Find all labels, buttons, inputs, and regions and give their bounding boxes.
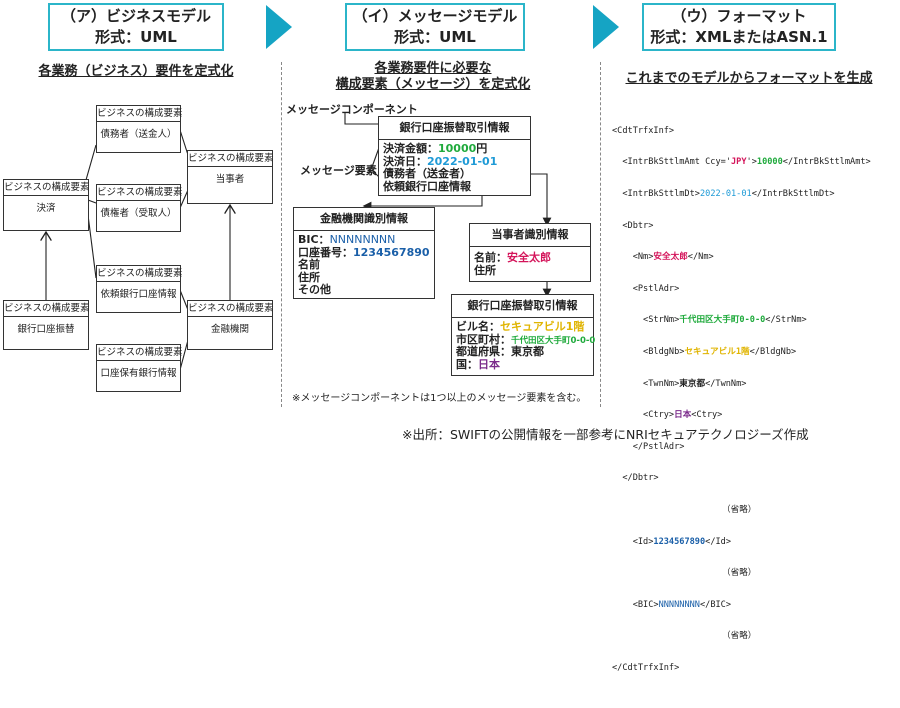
row-account: 依頼銀行口座情報 [383,179,471,193]
element-label: 金融機関 [210,324,249,335]
row-prefecture: 都道府県：東京都 [456,345,544,358]
business-element-party: ビジネスの構成要素 当事者 [187,150,274,204]
row-debtor: 債務者（送金者） [383,167,471,180]
element-label: 当事者 [215,174,245,185]
row-city: 市区町村：千代田区大手町0-0-0 [456,332,596,346]
element-label: 債務者（送金人） [100,129,177,140]
row-building: ビル名：セキュアビル1階 [456,320,585,333]
xml-line: <PstlAdr> [612,283,680,294]
xml-line: </PstlAdr> [612,441,685,452]
xml-code-block: <CdtTrfxInf> <IntrBkSttlmAmt Ccy='JPY'>1… [612,108,871,708]
xml-line: <Dbtr> [612,220,654,231]
xml-omit: （省略） [722,631,757,642]
box-title: 当事者識別情報 [470,224,590,247]
business-element-bank-transfer: ビジネスの構成要素 銀行口座振替 [3,300,90,350]
business-element-creditor: ビジネスの構成要素 債権者（受取人） [96,184,183,232]
xml-line: <CdtTrfxInf> [612,125,675,136]
component-pointer [344,112,378,125]
message-box-transfer: 銀行口座振替取引情報 決済金額：10000円 決済日：2022-01-01 債務… [378,116,531,196]
element-title: ビジネスの構成要素 [97,266,183,282]
element-label: 依頼銀行口座情報 [100,289,177,300]
divider [281,62,282,407]
xml-line: <Id>1234567890</Id> [612,536,732,547]
box-title: 銀行口座振替取引情報 [452,295,593,318]
subtitle-format: これまでのモデルからフォーマットを生成 [625,71,873,86]
xml-line: <Ctry>日本<Ctry> [612,410,723,421]
header-message-model-line2: 形式：UML [394,28,476,46]
source-note: ※出所：SWIFTの公開情報を一部参考にNRIセキュアテクノロジーズ作成 [402,427,809,442]
header-format-line2: 形式：XMLまたはASN.1 [650,28,828,46]
header-format: （ウ）フォーマット 形式：XMLまたはASN.1 [642,3,836,51]
arrow-right-icon [266,5,292,49]
row-party-address: 住所 [474,263,496,277]
xml-line: </CdtTrfxInf> [612,662,680,673]
element-title: ビジネスの構成要素 [188,151,274,167]
business-element-financial-institution: ビジネスの構成要素 金融機関 [187,300,274,350]
link-account-fi [179,289,189,311]
link-settle-debtor [85,144,97,181]
xml-line: </Dbtr> [612,473,659,484]
element-title: ビジネスの構成要素 [4,180,90,196]
element-label: 銀行口座振替 [17,324,75,335]
element-label: 債権者（受取人） [100,208,177,219]
row-address: 住所 [298,270,320,284]
header-format-line1: （ウ）フォーマット [671,7,807,25]
header-business-model: （ア）ビジネスモデル 形式：UML [48,3,224,51]
element-title: ビジネスの構成要素 [4,301,90,317]
element-title: ビジネスの構成要素 [188,301,274,317]
header-message-model: （イ）メッセージモデル 形式：UML [345,3,525,51]
element-title: ビジネスの構成要素 [97,345,183,361]
link-debtor-party [179,129,189,156]
arrow-to-finance [362,195,483,211]
header-business-model-line2: 形式：UML [95,28,177,46]
xml-line: <IntrBkSttlmDt>2022-01-01</IntrBkSttlmDt… [612,188,835,199]
header-business-model-line1: （ア）ビジネスモデル [60,7,211,25]
row-other: その他 [298,283,331,296]
xml-omit: （省略） [722,504,757,515]
element-title: ビジネスの構成要素 [97,106,183,122]
arrow-right-icon [593,5,619,49]
link-settle-account [87,214,97,279]
xml-line: <StrNm>千代田区大手町0-0-0</StrNm> [612,315,807,326]
header-message-model-line1: （イ）メッセージモデル [352,7,518,25]
link-creditor-party [179,189,189,209]
box-title: 銀行口座振替取引情報 [379,117,530,140]
message-footnote: ※メッセージコンポーネントは1つ以上のメッセージ要素を含む。 [292,393,587,404]
business-element-debtor: ビジネスの構成要素 債務者（送金人） [96,105,183,153]
xml-line: <BIC>NNNNNNNN</BIC> [612,599,732,610]
xml-line: <BldgNb>セキュアビル1階</BldgNb> [612,346,797,357]
element-label: 決済 [36,203,56,214]
element-label: 口座保有銀行情報 [100,368,177,379]
xml-line: <TwnNm>東京都</TwnNm> [612,378,747,389]
row-date: 決済日：2022-01-01 [383,154,498,168]
row-country: 国：日本 [456,357,500,371]
diagram-canvas: （ア）ビジネスモデル 形式：UML （イ）メッセージモデル 形式：UML （ウ）… [3,3,873,673]
subtitle-business: 各業務（ビジネス）要件を定式化 [38,64,234,79]
message-box-financial-id: 金融機関識別情報 BIC：NNNNNNNN 口座番号：1234567890 名前… [293,207,435,299]
business-element-account-info: ビジネスの構成要素 依頼銀行口座情報 [96,265,183,313]
link-settle-creditor [87,199,97,204]
element-title: ビジネスの構成要素 [97,185,183,201]
message-box-transfer-address: 銀行口座振替取引情報 ビル名：セキュアビル1階 市区町村：千代田区大手町0-0-… [451,294,596,376]
row-bic: BIC：NNNNNNNN [298,233,396,246]
row-party-name: 名前：安全太郎 [474,251,551,264]
xml-line: <Nm>安全太郎</Nm> [612,252,714,263]
subtitle-message-line1: 各業務要件に必要な [374,61,492,76]
row-account-number: 口座番号：1234567890 [298,245,430,259]
row-name: 名前 [298,258,320,271]
subtitle-message-line2: 構成要素（メッセージ）を定式化 [335,77,531,92]
xml-omit: （省略） [722,568,757,579]
message-box-party-id: 当事者識別情報 名前：安全太郎 住所 [469,223,591,282]
divider [600,62,601,407]
message-component-label: メッセージコンポーネント [286,103,418,116]
box-title: 金融機関識別情報 [294,208,434,231]
row-amount: 決済金額：10000円 [383,142,488,155]
xml-line: <IntrBkSttlmAmt Ccy='JPY'>10000</IntrBkS… [612,157,871,168]
business-element-holder-bank: ビジネスの構成要素 口座保有銀行情報 [96,344,183,392]
message-element-label: メッセージ要素 [300,164,377,177]
link-holder-fi [179,339,189,371]
business-element-settlement: ビジネスの構成要素 決済 [3,179,90,231]
